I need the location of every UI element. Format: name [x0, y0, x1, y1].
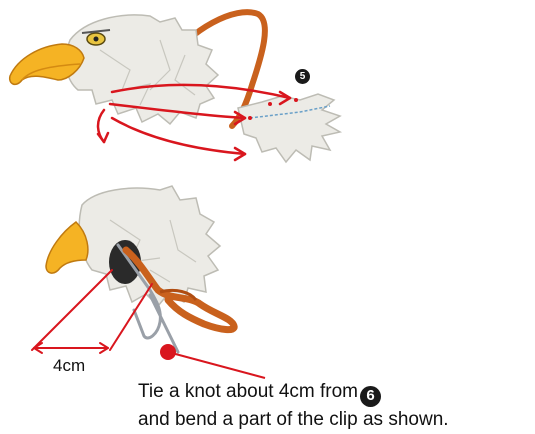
step-5-badge: 5 — [295, 69, 310, 84]
caption-line-2: and bend a part of the clip as shown. — [138, 407, 449, 433]
dimension-label: 4cm — [53, 356, 85, 376]
beak-bottom — [46, 222, 88, 273]
eagle-head-top — [10, 12, 265, 126]
eagle-head-bottom — [46, 186, 234, 352]
caption-line-1-text: Tie a knot about 4cm from — [138, 381, 358, 402]
feather-piece — [238, 94, 340, 162]
step-6-badge: 6 — [360, 386, 381, 407]
